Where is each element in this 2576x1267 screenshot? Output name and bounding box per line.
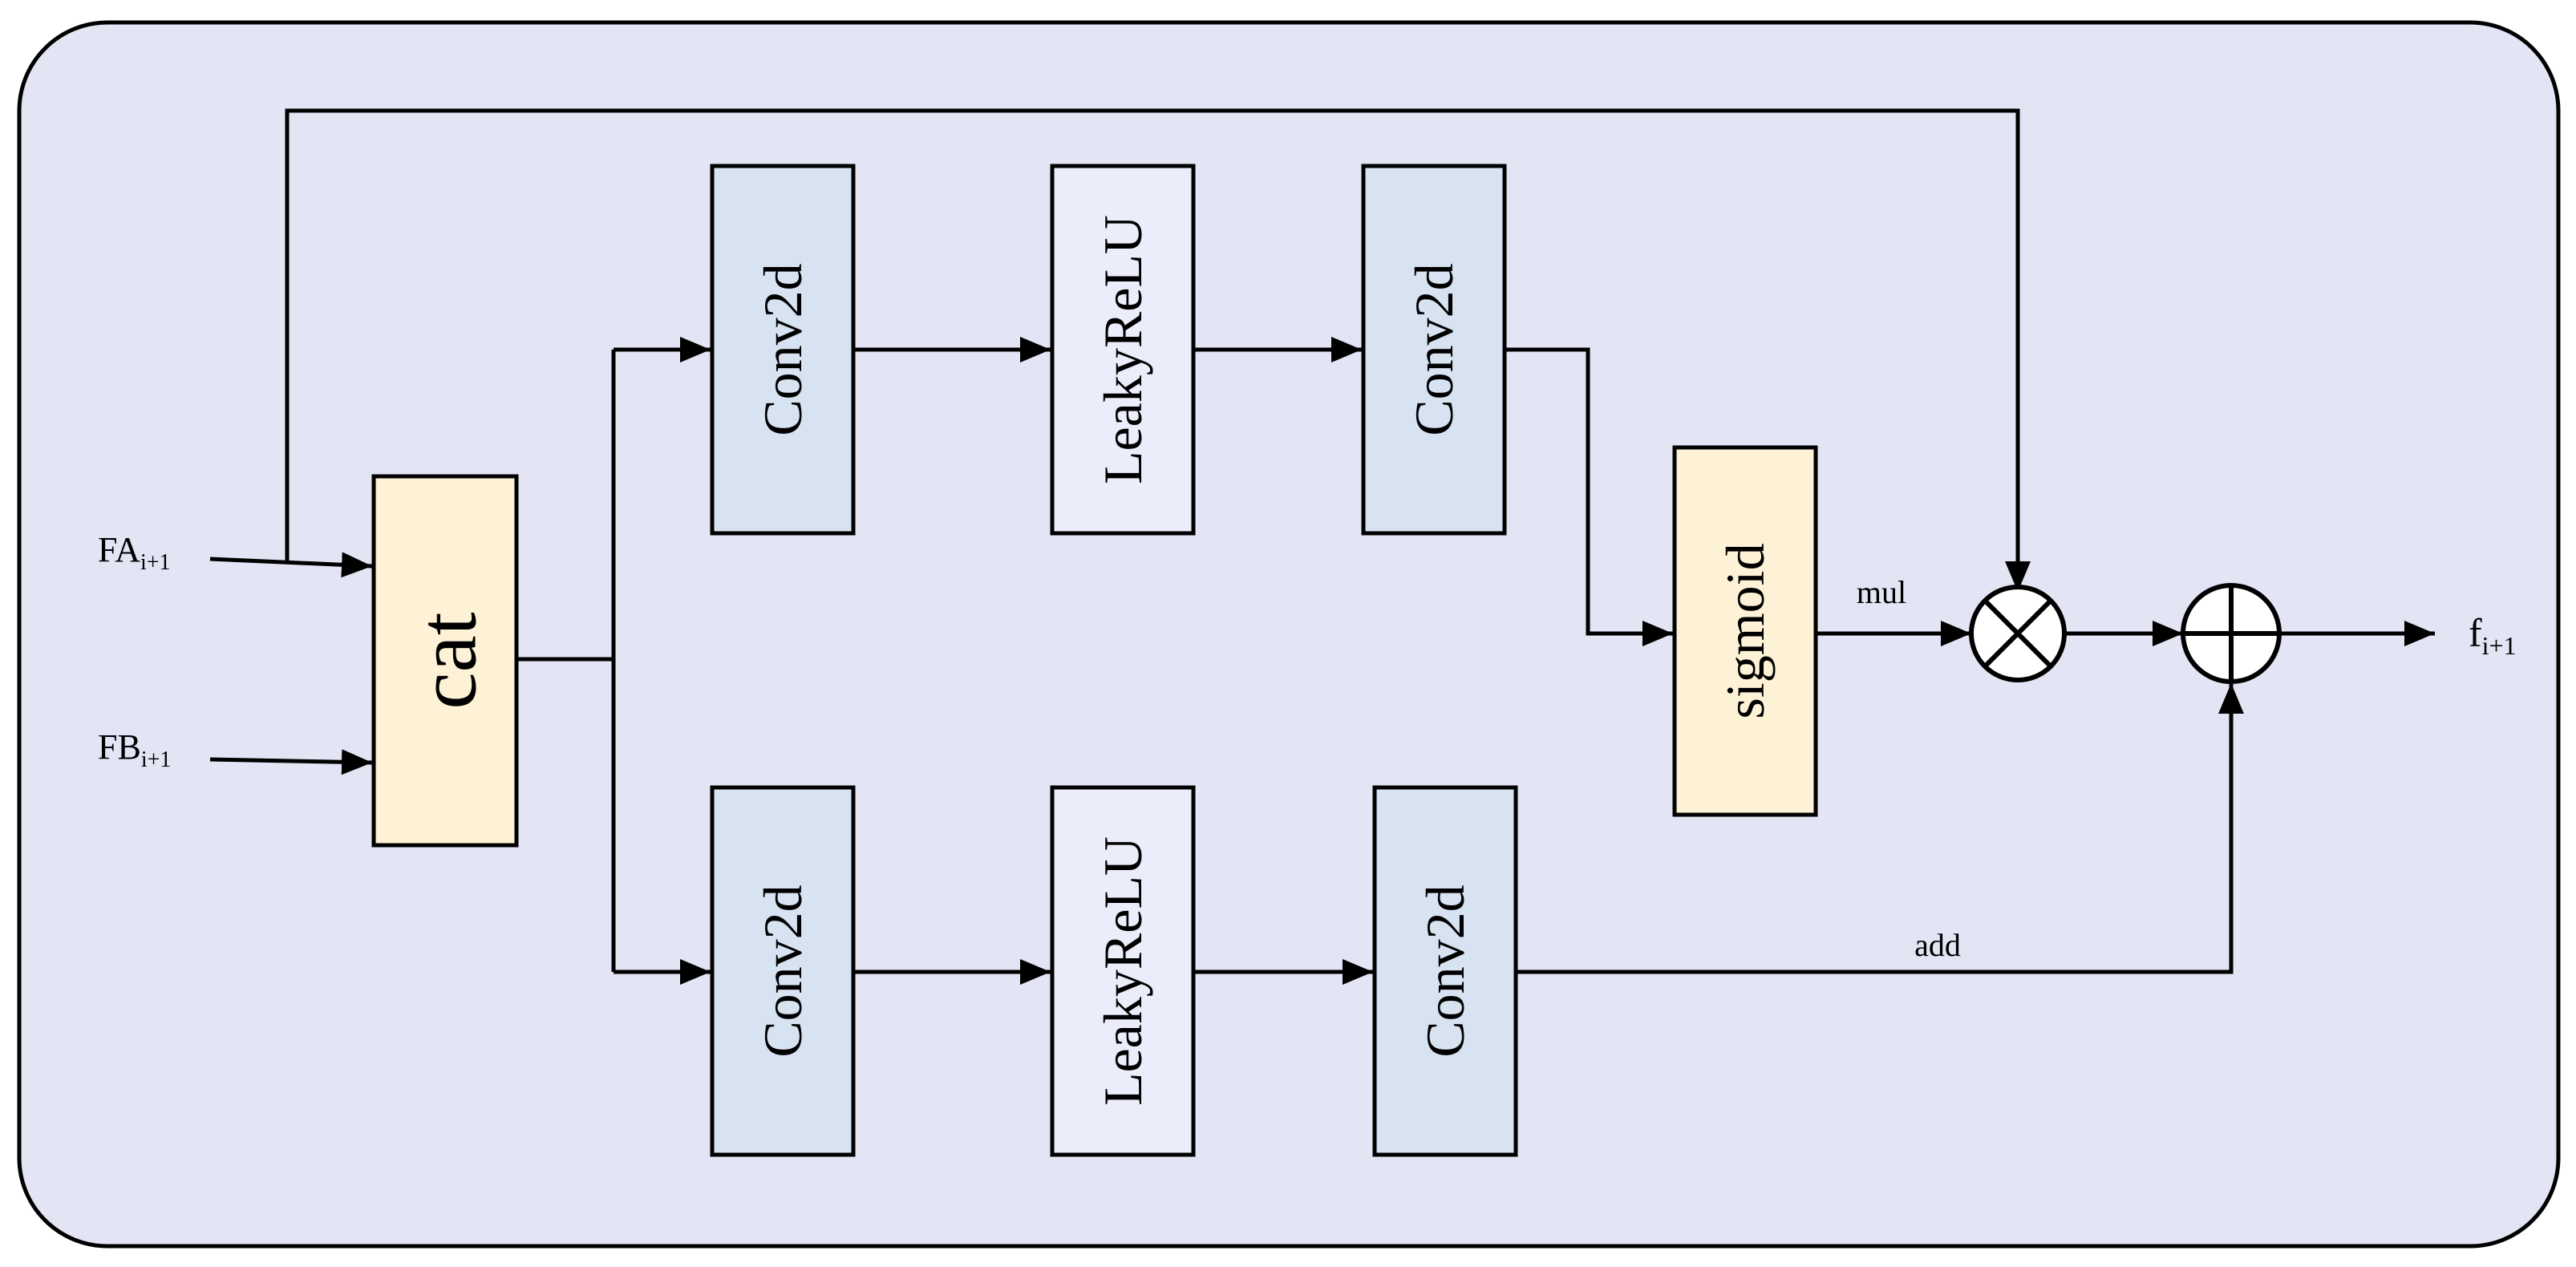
- fa-input-label: FAi+1: [98, 530, 171, 575]
- top-leakyrelu-block: LeakyReLU: [1050, 164, 1196, 536]
- bot-conv2-to-add-arrow: [1516, 683, 2244, 974]
- sigmoid-label: sigmoid: [1715, 543, 1776, 719]
- bot-leakyrelu-label: LeakyReLU: [1092, 836, 1153, 1106]
- add-edge-label: add: [1914, 927, 1961, 963]
- multiply-operator-icon: [1969, 585, 2067, 682]
- output-sub: i+1: [2482, 631, 2517, 660]
- top-conv2-to-sigmoid-arrow: [1505, 347, 1673, 646]
- bot-conv1-label: Conv2d: [752, 884, 813, 1057]
- bot-conv2-block: Conv2d: [1372, 785, 1518, 1157]
- fa-skip-line: [285, 108, 2031, 592]
- bot-conv2-label: Conv2d: [1415, 884, 1476, 1057]
- connections: [209, 108, 2435, 985]
- mul-edge-label: mul: [1857, 574, 1906, 610]
- output-label: fi+1: [2469, 610, 2517, 660]
- fa-input-main: FA: [98, 530, 140, 569]
- add-operator-icon: [2181, 583, 2282, 684]
- fb-input-label: FBi+1: [98, 727, 171, 772]
- fa-input-arrow: [209, 552, 373, 578]
- fb-input-arrow: [209, 749, 373, 775]
- bot-conv1-block: Conv2d: [710, 785, 856, 1157]
- top-leakyrelu-label: LeakyReLU: [1092, 215, 1153, 484]
- top-conv1-label: Conv2d: [752, 263, 813, 435]
- top-conv2-block: Conv2d: [1361, 164, 1507, 536]
- fa-input-sub: i+1: [140, 550, 171, 575]
- cat-block-label: cat: [402, 612, 494, 709]
- background-panel: [17, 20, 2561, 1249]
- fb-input-sub: i+1: [141, 747, 172, 772]
- cat-block: cat: [371, 474, 519, 848]
- sigmoid-block: sigmoid: [1672, 445, 1818, 817]
- top-conv2-label: Conv2d: [1403, 263, 1464, 435]
- top-conv1-block: Conv2d: [710, 164, 856, 536]
- bot-leakyrelu-block: LeakyReLU: [1050, 785, 1196, 1157]
- output-main: f: [2469, 610, 2482, 655]
- fb-input-main: FB: [98, 727, 141, 767]
